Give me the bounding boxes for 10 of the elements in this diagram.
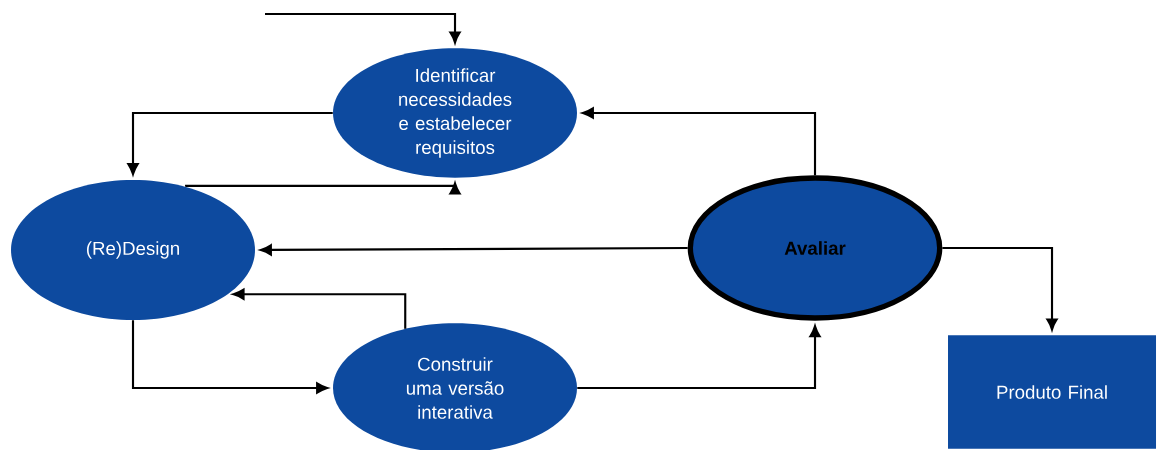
- arrow: [127, 111, 333, 176]
- arrow: [577, 325, 821, 390]
- arrow: [581, 107, 817, 176]
- arrow: [265, 12, 461, 44]
- arrow: [185, 182, 461, 195]
- arrow: [942, 246, 1058, 331]
- arrow: [232, 288, 407, 329]
- arrow: [259, 244, 688, 256]
- arrow: [131, 320, 329, 394]
- result-box: Produto Final: [948, 335, 1156, 449]
